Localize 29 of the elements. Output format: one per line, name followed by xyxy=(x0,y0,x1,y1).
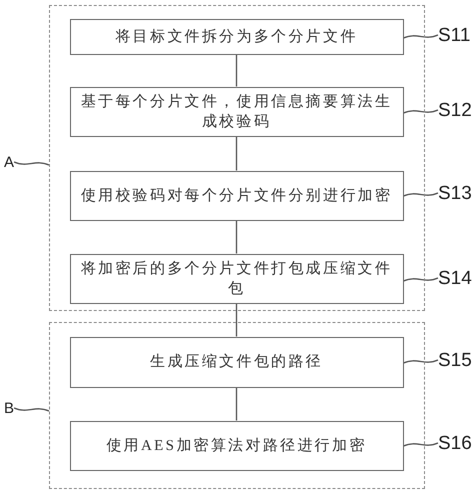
step-label: S14 xyxy=(438,268,472,288)
leader-line xyxy=(403,34,438,39)
process-box: 将目标文件拆分为多个分片文件 xyxy=(70,18,404,54)
leader-line xyxy=(403,109,438,114)
step-label: S13 xyxy=(438,184,472,202)
leader-line xyxy=(403,277,438,282)
process-box: 基于每个分片文件，使用信息摘要算法生成校验码 xyxy=(70,86,404,136)
group-label: A xyxy=(4,154,14,170)
leader-line xyxy=(403,192,438,197)
process-box: 将加密后的多个分片文件打包成压缩文件包 xyxy=(70,254,404,304)
process-box: 使用AES加密算法对路径进行加密 xyxy=(70,420,404,470)
leader-line xyxy=(14,161,50,166)
connector-line xyxy=(236,388,238,420)
step-label: S15 xyxy=(438,350,472,370)
step-label: S11 xyxy=(438,26,470,44)
leader-line xyxy=(14,407,50,412)
dashed-group-frame xyxy=(49,5,425,311)
step-label: S16 xyxy=(438,434,472,452)
connector-line xyxy=(236,136,238,170)
connector-line xyxy=(236,220,238,254)
connector-line xyxy=(236,54,238,86)
dashed-group-frame xyxy=(49,322,425,489)
group-label: B xyxy=(4,400,14,416)
process-box: 使用校验码对每个分片文件分别进行加密 xyxy=(70,170,404,220)
connector-line xyxy=(236,304,238,336)
leader-line xyxy=(403,359,438,364)
step-label: S12 xyxy=(438,100,472,120)
process-box: 生成压缩文件包的路径 xyxy=(70,336,404,388)
leader-line xyxy=(403,442,438,447)
